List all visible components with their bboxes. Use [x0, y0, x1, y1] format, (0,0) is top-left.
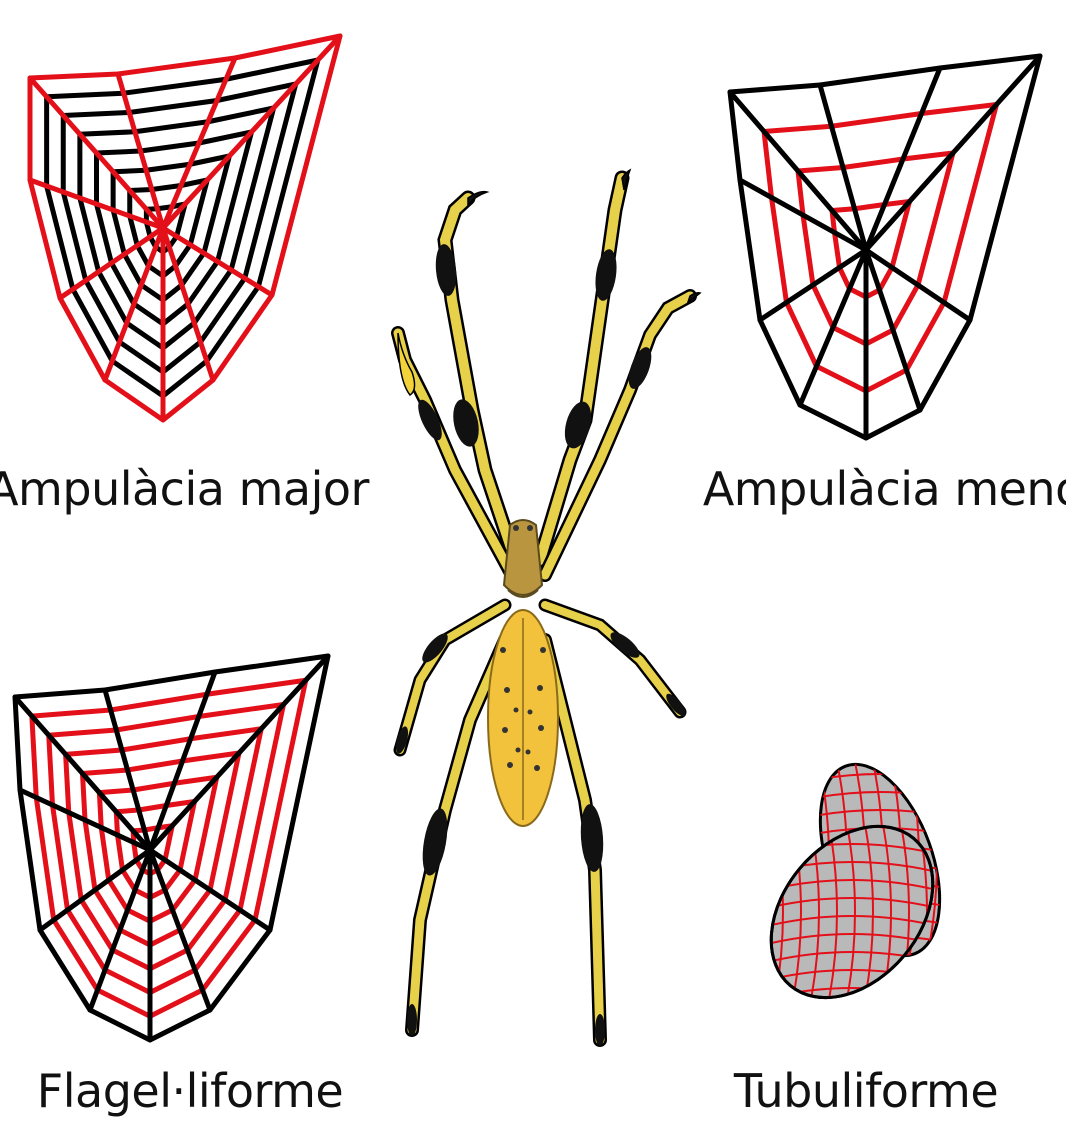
web-diagram-major-ampullate [30, 36, 340, 420]
egg-sac-icon [732, 720, 1009, 1032]
label-major-ampullate: Ampulàcia major [0, 462, 369, 516]
label-flagelliform: Flagel·liforme [37, 1064, 343, 1118]
web-diagram-minor-ampullate [730, 56, 1040, 438]
label-tubuliform: Tubuliforme [734, 1064, 998, 1118]
label-minor-ampullate: Ampulàcia menor [703, 462, 1066, 516]
spider-illustration [394, 170, 700, 1046]
web-diagram-flagelliform [15, 656, 328, 1040]
